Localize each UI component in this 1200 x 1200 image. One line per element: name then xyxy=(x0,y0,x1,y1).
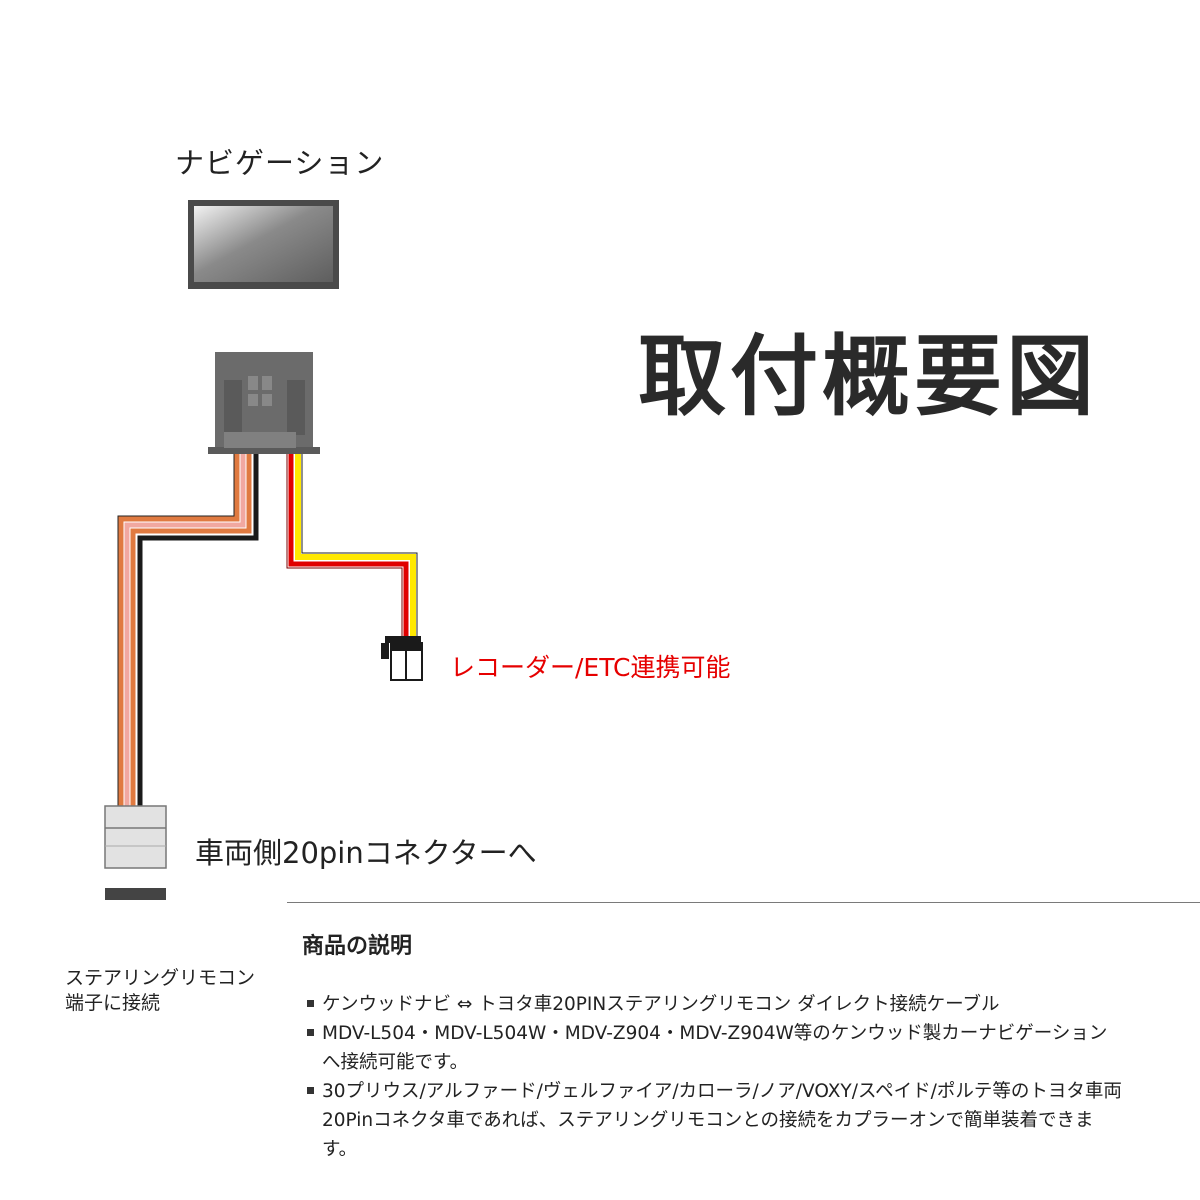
list-item: MDV-L504・MDV-L504W・MDV-Z904・MDV-Z904W等のケ… xyxy=(306,1019,1122,1077)
steering-label-line1: ステアリングリモコン xyxy=(65,967,256,989)
navi-connector-icon xyxy=(208,352,320,454)
wire-black xyxy=(137,454,259,806)
navigation-label: ナビゲーション xyxy=(175,146,385,180)
page-title: 取付概要図 xyxy=(638,325,1099,428)
wire-yellow xyxy=(295,454,416,636)
recorder-connector-icon xyxy=(381,636,423,681)
wire-orange-2 xyxy=(130,454,252,806)
bullet-icon xyxy=(307,1000,314,1007)
list-item-text: 30プリウス/アルファード/ヴェルファイア/カローラ/ノア/VOXY/スペイド/… xyxy=(322,1081,1122,1160)
list-item: 30プリウス/アルファード/ヴェルファイア/カローラ/ノア/VOXY/スペイド/… xyxy=(306,1077,1122,1164)
description-list: ケンウッドナビ ⇔ トヨタ車20PINステアリングリモコン ダイレクト接続ケーブ… xyxy=(306,990,1156,1164)
steering-terminal-label: ステアリングリモコン 端子に接続 xyxy=(65,966,295,1016)
wiring-diagram xyxy=(104,200,423,900)
section-divider xyxy=(287,902,1200,903)
list-item-text: ケンウッドナビ ⇔ トヨタ車20PINステアリングリモコン ダイレクト接続ケーブ… xyxy=(322,994,1000,1015)
recorder-etc-label: レコーダー/ETC連携可能 xyxy=(450,653,731,682)
recorder-wire-harness xyxy=(286,454,418,636)
wire-pink xyxy=(124,454,246,806)
list-item: ケンウッドナビ ⇔ トヨタ車20PINステアリングリモコン ダイレクト接続ケーブ… xyxy=(306,990,1122,1019)
vehicle-connector-icon xyxy=(104,805,167,869)
description-heading: 商品の説明 xyxy=(302,934,413,959)
steering-terminal-icon xyxy=(105,888,166,900)
vehicle-wire-harness xyxy=(117,454,259,806)
bullet-icon xyxy=(307,1029,314,1036)
steering-label-line2: 端子に接続 xyxy=(65,992,161,1014)
wire-red xyxy=(288,454,409,636)
navigation-unit-icon xyxy=(188,200,339,289)
bullet-icon xyxy=(307,1087,314,1094)
list-item-text: MDV-L504・MDV-L504W・MDV-Z904・MDV-Z904W等のケ… xyxy=(322,1023,1108,1073)
vehicle-connector-label: 車両側20pinコネクターへ xyxy=(195,836,537,870)
wire-orange xyxy=(118,454,240,806)
